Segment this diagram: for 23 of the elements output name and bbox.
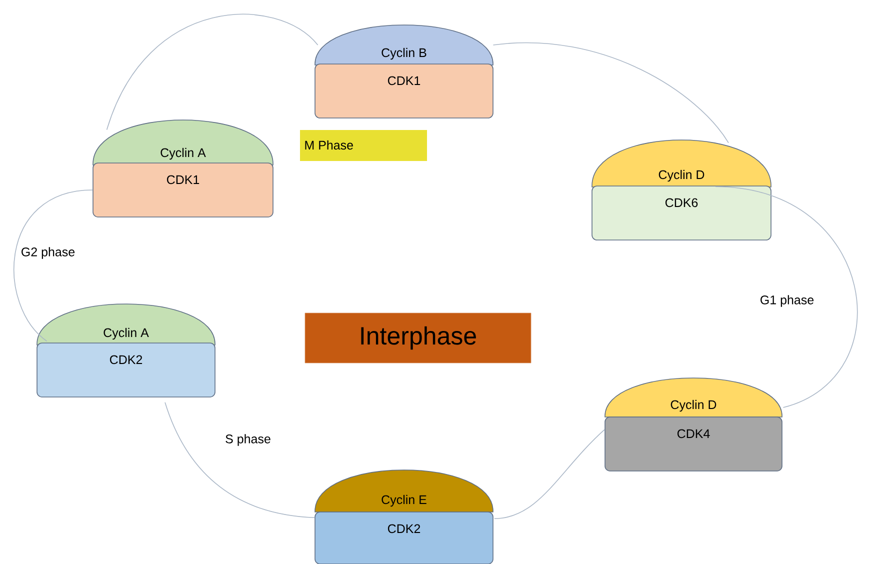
cdk-box: CDK1: [92, 162, 274, 218]
cdk-box: CDK1: [314, 64, 494, 118]
cyclin-dome: Cyclin A: [92, 120, 274, 166]
cyclin-dome: Cyclin D: [604, 378, 782, 418]
connector-line: [14, 190, 93, 342]
connector-line: [164, 402, 315, 518]
cyclin-dome: Cyclin D: [592, 140, 772, 188]
cdk-box: CDK2: [36, 342, 216, 398]
cyclin-dome: Cyclin E: [314, 470, 494, 512]
connector-line: [494, 429, 605, 519]
edge-label: S phase: [224, 433, 272, 447]
phase-banner: Interphase: [304, 312, 532, 364]
cdk-box: CDK2: [314, 512, 494, 564]
edge-label: G2 phase: [20, 246, 76, 260]
cdk-box: CDK4: [604, 416, 782, 472]
cyclin-dome: Cyclin A: [36, 304, 216, 346]
cdk-box: CDK6: [592, 186, 772, 240]
edge-label: G1 phase: [758, 294, 816, 308]
cyclin-dome: Cyclin B: [314, 24, 494, 66]
connector-line: [492, 42, 729, 144]
phase-tag: M Phase: [300, 130, 427, 161]
connector-line: [715, 186, 858, 408]
connector-line: [106, 14, 318, 130]
